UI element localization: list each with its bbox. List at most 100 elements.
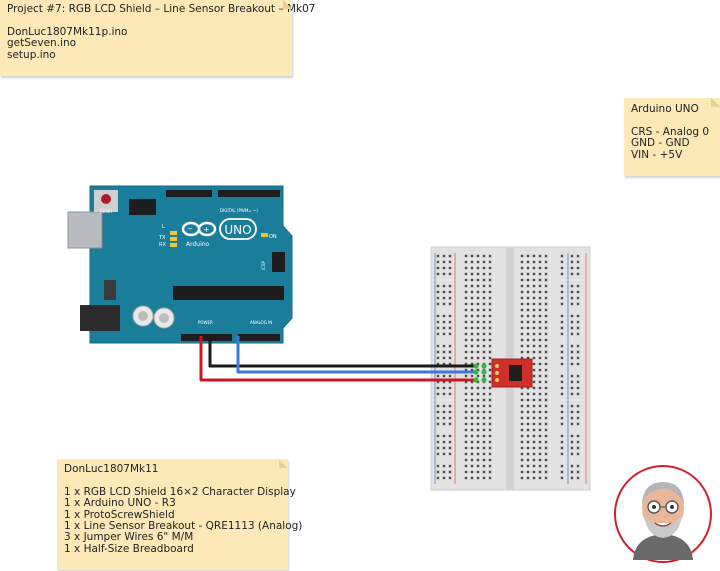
breadboard-hole — [544, 374, 548, 378]
breadboard-hole — [570, 356, 574, 360]
power-label: POWER — [198, 320, 213, 325]
breadboard-hole — [532, 476, 536, 480]
breadboard-hole — [476, 440, 480, 444]
breadboard-hole — [538, 290, 542, 294]
breadboard-hole — [576, 434, 580, 438]
breadboard-hole — [538, 278, 542, 282]
breadboard-hole — [476, 296, 480, 300]
breadboard-hole — [570, 284, 574, 288]
breadboard-hole — [538, 374, 542, 378]
breadboard-hole — [526, 416, 530, 420]
breadboard-hole — [470, 428, 474, 432]
breadboard-hole — [464, 374, 468, 378]
breadboard-hole — [560, 452, 564, 456]
breadboard-hole — [520, 404, 524, 408]
breadboard-hole — [570, 422, 574, 426]
breadboard-hole — [576, 260, 580, 264]
breadboard-hole — [570, 302, 574, 306]
breadboard-hole — [544, 476, 548, 480]
parts-title: DonLuc1807Mk11 — [64, 463, 159, 475]
rx-led-label: RX — [159, 242, 166, 248]
breadboard-hole — [526, 278, 530, 282]
breadboard-hole — [464, 476, 468, 480]
breadboard-hole — [442, 314, 446, 318]
breadboard-hole — [482, 422, 486, 426]
breadboard-hole — [488, 290, 492, 294]
breadboard-hole — [520, 320, 524, 324]
breadboard-hole — [526, 260, 530, 264]
breadboard-hole — [488, 368, 492, 372]
breadboard-hole — [482, 296, 486, 300]
breadboard-hole — [476, 368, 480, 372]
breadboard-hole — [532, 458, 536, 462]
breadboard-hole — [488, 272, 492, 276]
breadboard-hole — [532, 446, 536, 450]
breadboard-hole — [448, 422, 452, 426]
breadboard-hole — [436, 332, 440, 336]
breadboard-hole — [570, 260, 574, 264]
breadboard-hole — [442, 260, 446, 264]
breadboard-hole — [520, 266, 524, 270]
part-item: 1 x RGB LCD Shield 16×2 Character Displa… — [64, 485, 296, 498]
breadboard-hole — [538, 320, 542, 324]
breadboard-hole — [488, 416, 492, 420]
breadboard-hole — [488, 314, 492, 318]
breadboard-hole — [570, 332, 574, 336]
breadboard-hole — [526, 404, 530, 408]
breadboard-hole — [526, 296, 530, 300]
breadboard-hole — [448, 284, 452, 288]
breadboard-hole — [570, 416, 574, 420]
breadboard-hole — [476, 326, 480, 330]
breadboard-hole — [476, 410, 480, 414]
breadboard-hole — [476, 428, 480, 432]
breadboard-hole — [532, 260, 536, 264]
breadboard-hole — [464, 410, 468, 414]
breadboard-hole — [442, 296, 446, 300]
breadboard-hole — [482, 464, 486, 468]
breadboard-hole — [576, 446, 580, 450]
breadboard-hole — [470, 368, 474, 372]
breadboard-hole — [560, 392, 564, 396]
breadboard-hole — [476, 434, 480, 438]
breadboard-hole — [576, 374, 580, 378]
breadboard-hole — [464, 464, 468, 468]
breadboard-hole — [526, 458, 530, 462]
breadboard-hole — [538, 428, 542, 432]
breadboard-hole — [476, 290, 480, 294]
breadboard-hole — [532, 440, 536, 444]
breadboard-hole — [544, 410, 548, 414]
breadboard-hole — [442, 422, 446, 426]
breadboard-hole — [538, 284, 542, 288]
breadboard-hole — [526, 428, 530, 432]
svg-text:−: − — [187, 225, 193, 233]
svg-text:+: + — [203, 225, 210, 234]
breadboard-hole — [464, 398, 468, 402]
pins-note: Arduino UNO CRS - Analog 0 GND - GND VIN… — [624, 98, 720, 176]
breadboard-hole — [436, 284, 440, 288]
breadboard-hole — [470, 332, 474, 336]
breadboard-hole — [544, 464, 548, 468]
breadboard-hole — [488, 332, 492, 336]
breadboard-hole — [560, 404, 564, 408]
breadboard-hole — [570, 392, 574, 396]
breadboard-hole — [436, 404, 440, 408]
breadboard-hole — [576, 254, 580, 258]
breadboard-hole — [488, 278, 492, 282]
breadboard-hole — [520, 272, 524, 276]
breadboard-hole — [442, 266, 446, 270]
power-jack — [80, 305, 120, 331]
breadboard-hole — [470, 344, 474, 348]
breadboard-hole — [570, 326, 574, 330]
breadboard-hole — [560, 254, 564, 258]
breadboard-hole — [576, 452, 580, 456]
breadboard-hole — [520, 338, 524, 342]
breadboard-hole — [538, 416, 542, 420]
breadboard-hole — [520, 326, 524, 330]
breadboard-hole — [544, 278, 548, 282]
breadboard-hole — [538, 392, 542, 396]
breadboard-hole — [476, 416, 480, 420]
breadboard-hole — [482, 260, 486, 264]
breadboard-hole — [520, 476, 524, 480]
breadboard-hole — [576, 284, 580, 288]
breadboard-hole — [470, 386, 474, 390]
